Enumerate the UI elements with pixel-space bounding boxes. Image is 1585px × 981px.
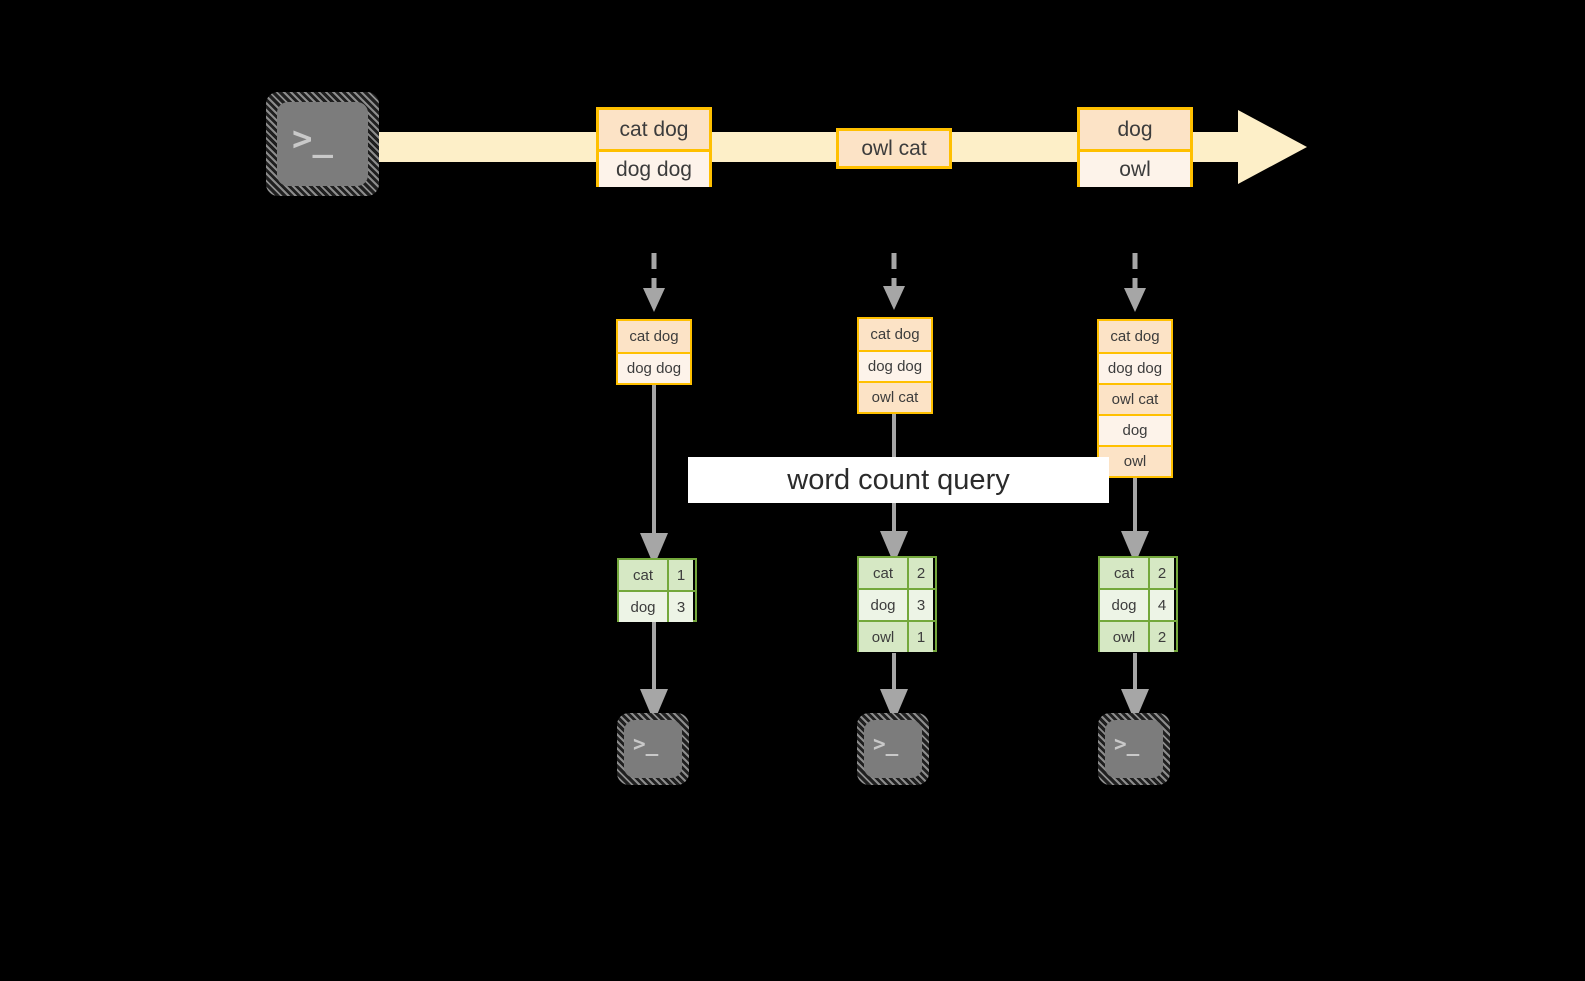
sink-terminal-icon-2: >_ <box>857 713 929 785</box>
feed-arrowhead-1 <box>643 288 665 312</box>
snapshot-line: owl cat <box>859 381 931 412</box>
table-row: dog 3 <box>619 590 695 622</box>
terminal-prompt-glyph: >_ <box>292 119 333 159</box>
snapshot-line: dog dog <box>618 352 690 383</box>
result-count: 2 <box>907 558 933 588</box>
result-word: cat <box>859 558 907 588</box>
snapshot-line: dog <box>1099 414 1171 445</box>
result-count: 4 <box>1148 590 1174 620</box>
table-row: cat 1 <box>619 560 695 590</box>
result-count: 1 <box>667 560 693 590</box>
snapshot-line: owl <box>1099 445 1171 476</box>
query-banner-label: word count query <box>787 463 1010 496</box>
result-word: dog <box>619 592 667 622</box>
table-row: owl 2 <box>1100 620 1176 652</box>
result-word: owl <box>859 622 907 652</box>
table-row: cat 2 <box>1100 558 1176 588</box>
snapshot-box-1: cat dog dog dog <box>616 319 692 385</box>
result-word: owl <box>1100 622 1148 652</box>
stream-message-1: cat dog dog dog <box>596 107 712 187</box>
result-word: cat <box>619 560 667 590</box>
terminal-face <box>864 720 922 778</box>
feed-arrowhead-2 <box>883 286 905 310</box>
snapshot-line: dog dog <box>859 350 931 381</box>
result-word: cat <box>1100 558 1148 588</box>
result-count: 3 <box>667 592 693 622</box>
result-table-3: cat 2 dog 4 owl 2 <box>1098 556 1178 652</box>
table-row: dog 4 <box>1100 588 1176 620</box>
terminal-face <box>1105 720 1163 778</box>
snapshot-line: dog dog <box>1099 352 1171 383</box>
result-count: 3 <box>907 590 933 620</box>
feed-arrowhead-3 <box>1124 288 1146 312</box>
snapshot-line: owl cat <box>1099 383 1171 414</box>
table-row: cat 2 <box>859 558 935 588</box>
sink-terminal-icon-3: >_ <box>1098 713 1170 785</box>
table-row: owl 1 <box>859 620 935 652</box>
result-count: 2 <box>1148 622 1174 652</box>
table-row: dog 3 <box>859 588 935 620</box>
stream-message-3: dog owl <box>1077 107 1193 187</box>
result-table-2: cat 2 dog 3 owl 1 <box>857 556 937 652</box>
stream-message-line: owl <box>1080 149 1190 187</box>
query-banner: word count query <box>688 457 1109 503</box>
result-count: 1 <box>907 622 933 652</box>
terminal-face <box>277 102 368 186</box>
stream-message-line: owl cat <box>839 131 949 166</box>
result-word: dog <box>1100 590 1148 620</box>
terminal-prompt-glyph: >_ <box>1114 732 1140 756</box>
terminal-face <box>624 720 682 778</box>
source-terminal-icon: >_ <box>266 92 379 196</box>
result-word: dog <box>859 590 907 620</box>
terminal-prompt-glyph: >_ <box>633 732 659 756</box>
terminal-prompt-glyph: >_ <box>873 732 899 756</box>
stream-message-line: dog <box>1080 110 1190 149</box>
snapshot-box-2: cat dog dog dog owl cat <box>857 317 933 414</box>
snapshot-line: cat dog <box>618 321 690 352</box>
result-count: 2 <box>1148 558 1174 588</box>
snapshot-box-3: cat dog dog dog owl cat dog owl <box>1097 319 1173 478</box>
result-table-1: cat 1 dog 3 <box>617 558 697 622</box>
sink-terminal-icon-1: >_ <box>617 713 689 785</box>
stream-message-line: dog dog <box>599 149 709 187</box>
snapshot-line: cat dog <box>859 319 931 350</box>
stream-message-line: cat dog <box>599 110 709 149</box>
snapshot-line: cat dog <box>1099 321 1171 352</box>
stream-message-2: owl cat <box>836 128 952 169</box>
